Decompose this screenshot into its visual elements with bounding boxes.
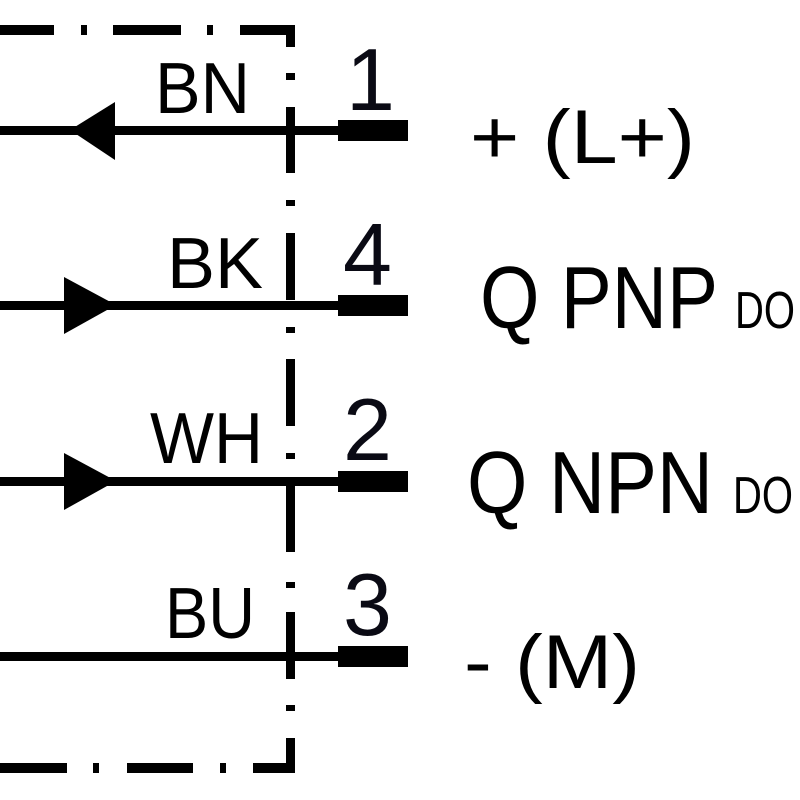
- wire-color-label: BK: [167, 224, 263, 304]
- wire-bk: BK 4 Q PNP DO: [0, 205, 795, 347]
- signal-label: Q PNP: [480, 248, 718, 347]
- arrow-right-icon: [64, 277, 116, 334]
- wire-color-label: BU: [165, 574, 255, 654]
- wire-color-label: BN: [155, 49, 250, 129]
- wire-bu: BU 3 - (M): [0, 555, 640, 705]
- wire-line: [0, 301, 340, 310]
- arrow-left-icon: [70, 102, 115, 160]
- pin-number: 2: [343, 380, 392, 479]
- wire-color-label: WH: [150, 399, 263, 479]
- wire-bn: BN 1 + (L+): [0, 30, 695, 180]
- wire-line: [0, 126, 340, 135]
- arrow-right-icon: [64, 453, 116, 510]
- pin-number: 4: [343, 205, 392, 304]
- wire-line: [0, 477, 340, 486]
- housing-boundary: [0, 25, 295, 773]
- terminal-pin: [338, 646, 408, 667]
- signal-label: + (L+): [470, 95, 695, 180]
- terminal-pin: [338, 120, 408, 141]
- pin-number: 3: [343, 555, 392, 654]
- signal-label: - (M): [464, 620, 640, 705]
- signal-subscript: DO: [733, 467, 793, 525]
- signal-label: Q NPN: [467, 433, 713, 532]
- wire-line: [0, 652, 340, 661]
- pin-number: 1: [346, 30, 395, 129]
- signal-subscript: DO: [735, 282, 795, 340]
- terminal-pin: [338, 295, 408, 316]
- wire-wh: WH 2 Q NPN DO: [0, 380, 793, 532]
- terminal-pin: [338, 471, 408, 492]
